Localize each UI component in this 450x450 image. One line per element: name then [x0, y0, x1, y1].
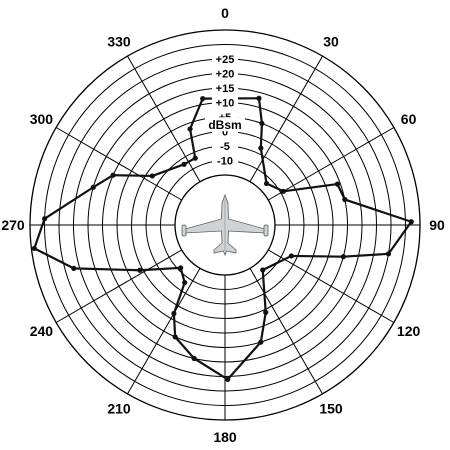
grid-spoke [249, 268, 323, 395]
data-point [200, 96, 206, 102]
grid-spoke [127, 268, 201, 395]
angle-label: 0 [221, 5, 229, 21]
data-point [172, 334, 178, 340]
data-point [225, 376, 231, 382]
unit-label: dBsm [208, 118, 241, 132]
data-point [31, 245, 37, 252]
ring-label: +10 [216, 98, 235, 110]
ring-label: -5 [220, 141, 230, 153]
data-point [187, 126, 193, 132]
data-point [288, 253, 294, 259]
data-point [149, 173, 155, 179]
data-point [263, 180, 270, 187]
grid-spoke [268, 249, 395, 323]
data-point [258, 339, 264, 345]
ring-label-bg [212, 52, 238, 66]
data-point [263, 309, 269, 315]
grid-spoke [55, 127, 182, 201]
ring-label: -10 [217, 156, 233, 168]
data-point [182, 279, 188, 286]
data-point [171, 310, 177, 317]
grid-spoke [55, 249, 182, 323]
data-point [191, 355, 197, 362]
data-point [137, 267, 143, 273]
data-point [181, 161, 187, 167]
ring-label: +25 [216, 54, 235, 66]
ring-label: +15 [216, 83, 235, 95]
data-point [256, 95, 262, 101]
ring-label-bg [212, 139, 238, 153]
series-layer [31, 95, 414, 382]
labels-layer: 0 30 60 90 120 150 180 210 240 270 300 330 +25 +20 +15… [1, 5, 445, 445]
angle-label: 330 [107, 33, 131, 49]
data-point [192, 155, 198, 161]
ring-label-bg [212, 67, 238, 80]
data-point [280, 188, 286, 194]
angle-label: 180 [213, 429, 237, 445]
angle-label: 300 [30, 111, 54, 127]
angle-label: 240 [30, 323, 54, 339]
data-point [385, 251, 392, 257]
ring-label: 0 [222, 127, 228, 139]
angle-label: 150 [319, 401, 343, 417]
airplane-icon [181, 193, 269, 257]
ring-label-bg [212, 96, 238, 109]
ring-label-bg [212, 81, 238, 95]
angle-label: 60 [401, 111, 417, 127]
series-line [33, 97, 413, 381]
data-point [408, 219, 414, 225]
angle-label: 120 [397, 323, 421, 339]
data-point [334, 181, 340, 187]
angle-label: 30 [323, 33, 339, 49]
data-point [260, 267, 266, 273]
data-point [258, 145, 264, 151]
ring-label-bg [212, 154, 238, 167]
data-point [42, 216, 48, 222]
data-point [110, 172, 116, 178]
unit-label-bg [205, 117, 245, 132]
angle-label: 210 [107, 401, 131, 417]
data-point [340, 254, 346, 260]
grid-spoke [127, 55, 201, 182]
angle-label: 270 [1, 217, 25, 233]
data-point [342, 196, 348, 203]
ring-label: +20 [216, 69, 235, 81]
data-point [178, 265, 184, 271]
data-point [90, 184, 96, 190]
data-point [259, 120, 265, 127]
angle-label: 90 [429, 217, 445, 233]
grid-spoke [268, 127, 395, 201]
data-point [71, 265, 77, 271]
